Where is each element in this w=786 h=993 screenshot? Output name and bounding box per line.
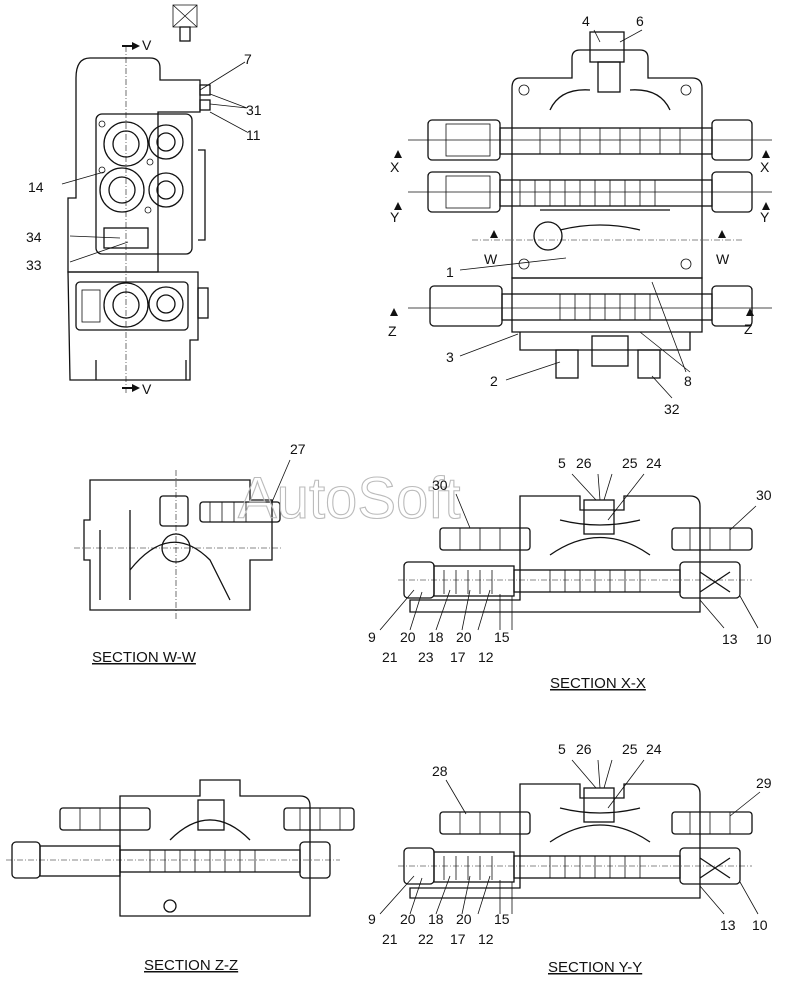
- callout-label: 12: [478, 649, 494, 665]
- front-view: [390, 29, 772, 399]
- marker-y-left: Y: [390, 209, 400, 225]
- callout-label: 4: [582, 13, 590, 29]
- callout-label: 2: [490, 373, 498, 389]
- callout-label: 7: [244, 51, 252, 67]
- section-markers: V V X X Y Y W W Z Z: [142, 37, 770, 397]
- callout-label: 33: [26, 257, 42, 273]
- callouts-section-yy: 5 26 25 24 28 29 9 21 20 22 18 17 20 12 …: [368, 741, 772, 947]
- callout-label: 12: [478, 931, 494, 947]
- callouts-section-xx: 5 26 25 24 30 30 9 21 20 23 18 17 20 12 …: [368, 455, 772, 665]
- callout-label: 6: [636, 13, 644, 29]
- callout-label: 26: [576, 455, 592, 471]
- callout-label: 21: [382, 931, 398, 947]
- callout-label: 26: [576, 741, 592, 757]
- callout-label: 20: [456, 629, 472, 645]
- marker-y-right: Y: [760, 209, 770, 225]
- callouts-front-view: 4 6 1 3 2 8 32: [446, 13, 692, 417]
- callout-label: 31: [246, 102, 262, 118]
- callout-label: 30: [756, 487, 772, 503]
- marker-w-left: W: [484, 251, 498, 267]
- callout-label: 24: [646, 741, 662, 757]
- marker-x-left: X: [390, 159, 400, 175]
- callout-label: 18: [428, 629, 444, 645]
- callout-label: 23: [418, 649, 434, 665]
- callout-label: 34: [26, 229, 42, 245]
- section-zz-drawing: [6, 779, 355, 917]
- callouts-side-view: 7 31 11 14 34 33: [26, 51, 262, 273]
- callout-label: 17: [450, 649, 466, 665]
- callout-label: 5: [558, 741, 566, 757]
- section-xx-drawing: [379, 473, 759, 631]
- callout-label: 15: [494, 911, 510, 927]
- section-title-ww: SECTION W-W: [92, 649, 197, 666]
- callout-label: 10: [752, 917, 768, 933]
- callout-label: 10: [756, 631, 772, 647]
- callout-label: 9: [368, 629, 376, 645]
- side-view: [61, 4, 248, 395]
- callout-label: 3: [446, 349, 454, 365]
- callout-label: 20: [400, 629, 416, 645]
- callout-label: 20: [456, 911, 472, 927]
- section-yy-drawing: [379, 759, 761, 915]
- callout-label: 25: [622, 455, 638, 471]
- callouts-section-ww: 27: [290, 441, 306, 457]
- marker-v-bottom: V: [142, 381, 152, 397]
- callout-label: 20: [400, 911, 416, 927]
- callout-label: 21: [382, 649, 398, 665]
- callout-label: 11: [246, 127, 261, 143]
- callout-label: 24: [646, 455, 662, 471]
- callout-label: 8: [684, 373, 692, 389]
- callout-label: 1: [446, 264, 454, 280]
- marker-x-right: X: [760, 159, 770, 175]
- marker-z-left: Z: [388, 323, 397, 339]
- callout-label: 17: [450, 931, 466, 947]
- callout-label: 25: [622, 741, 638, 757]
- callout-label: 32: [664, 401, 680, 417]
- callout-label: 30: [432, 477, 448, 493]
- callout-label: 13: [720, 917, 736, 933]
- marker-z-right: Z: [744, 321, 753, 337]
- callout-label: 9: [368, 911, 376, 927]
- callout-label: 27: [290, 441, 306, 457]
- callout-label: 29: [756, 775, 772, 791]
- callout-label: 28: [432, 763, 448, 779]
- section-ww-drawing: [74, 459, 291, 620]
- callout-label: 15: [494, 629, 510, 645]
- marker-w-right: W: [716, 251, 730, 267]
- section-title-xx: SECTION X-X: [550, 675, 646, 692]
- callout-label: 5: [558, 455, 566, 471]
- marker-v-top: V: [142, 37, 152, 53]
- watermark: AutoSoft: [238, 466, 460, 531]
- callout-label: 18: [428, 911, 444, 927]
- callout-label: 22: [418, 931, 434, 947]
- section-title-yy: SECTION Y-Y: [548, 959, 642, 976]
- callout-label: 14: [28, 179, 44, 195]
- section-title-zz: SECTION Z-Z: [144, 957, 238, 974]
- callout-label: 13: [722, 631, 738, 647]
